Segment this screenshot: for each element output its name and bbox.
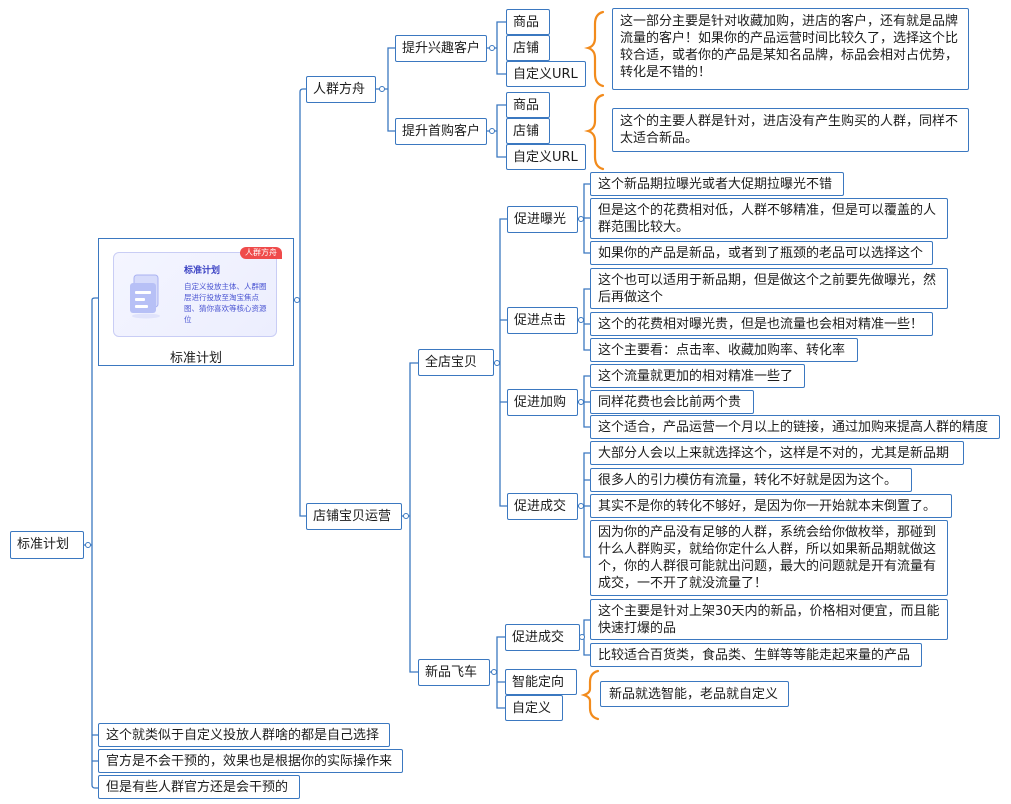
leaf-shop-2[interactable]: 店铺 [506, 118, 550, 144]
smart-targeting-node[interactable]: 智能定向 [505, 669, 577, 695]
leaf-goods-2[interactable]: 商品 [506, 92, 550, 118]
document-illustration-icon [128, 273, 164, 319]
standard-plan-card[interactable]: 人群方舟 标准计划 自定义投放主体、人群圈层进行投放至淘宝焦点图、猜你喜欢等核心… [98, 238, 294, 366]
card-title: 标准计划 [184, 266, 221, 276]
bottom-note-3[interactable]: 但是有些人群官方还是会干预的 [98, 775, 300, 799]
cart-note-3[interactable]: 这个适合，产品运营一个月以上的链接，通过加购来提高人群的精度 [590, 415, 1000, 439]
exposure-note-2[interactable]: 但是这个的花费相对低，人群不够精准，但是可以覆盖的人群范围比较大。 [590, 198, 948, 239]
deal-note-2[interactable]: 很多人的引力模仿有流量，转化不好就是因为这个。 [590, 468, 912, 492]
new-deal-note-1[interactable]: 这个主要是针对上架30天内的新品，价格相对便宜，而且能快速打爆的品 [590, 599, 948, 640]
brace-first [584, 93, 605, 171]
all-shop-items-node[interactable]: 全店宝贝 [418, 349, 494, 376]
bottom-note-2[interactable]: 官方是不会干预的，效果也是根据你的实际操作来 [98, 749, 403, 773]
custom-targeting-node[interactable]: 自定义 [505, 695, 563, 721]
brace-interest [584, 10, 605, 88]
exposure-note-3[interactable]: 如果你的产品是新品，或者到了瓶颈的老品可以选择这个 [590, 241, 933, 265]
promote-cart-node[interactable]: 促进加购 [507, 389, 578, 416]
exposure-note-1[interactable]: 这个新品期拉曝光或者大促期拉曝光不错 [590, 172, 844, 196]
smart-note[interactable]: 新品就选智能，老品就自定义 [600, 681, 789, 707]
new-product-car-node[interactable]: 新品飞车 [418, 659, 490, 686]
leaf-shop-1[interactable]: 店铺 [506, 35, 550, 61]
card-image: 人群方舟 标准计划 自定义投放主体、人群圈层进行投放至淘宝焦点图、猜你喜欢等核心… [113, 247, 282, 337]
cart-note-2[interactable]: 同样花费也会比前两个贵 [590, 390, 754, 414]
promote-exposure-node[interactable]: 促进曝光 [507, 206, 578, 233]
new-promote-deal-node[interactable]: 促进成交 [505, 624, 580, 651]
card-caption: 标准计划 [169, 351, 222, 366]
shop-item-ops-node[interactable]: 店铺宝贝运营 [306, 503, 402, 530]
interest-customers-node[interactable]: 提升兴趣客户 [395, 35, 487, 62]
brace-smart [580, 669, 600, 721]
note-first-purchase[interactable]: 这个的主要人群是针对，进店没有产生购买的人群，同样不太适合新品。 [612, 108, 969, 152]
root-node[interactable]: 标准计划 [10, 531, 84, 559]
leaf-url-1[interactable]: 自定义URL [506, 61, 586, 87]
click-note-2[interactable]: 这个的花费相对曝光贵，但是也流量也会相对精准一些！ [590, 312, 933, 336]
deal-note-4[interactable]: 因为你的产品没有足够的人群，系统会给你做枚举，那碰到什么人群购买，就给你定什么人… [590, 520, 948, 596]
new-deal-note-2[interactable]: 比较适合百货类，食品类、生鲜等等能走起来量的产品 [590, 643, 922, 667]
card-description: 自定义投放主体、人群圈层进行投放至淘宝焦点图、猜你喜欢等核心资源位 [184, 282, 267, 324]
cart-note-1[interactable]: 这个流量就更加的相对精准一些了 [590, 364, 805, 388]
leaf-url-2[interactable]: 自定义URL [506, 144, 586, 170]
card-badge: 人群方舟 [240, 247, 282, 259]
first-purchase-node[interactable]: 提升首购客户 [395, 118, 487, 145]
deal-note-3[interactable]: 其实不是你的转化不够好，是因为你一开始就本末倒置了。 [590, 494, 952, 518]
click-note-1[interactable]: 这个也可以适用于新品期，但是做这个之前要先做曝光，然后再做这个 [590, 268, 948, 309]
deal-note-1[interactable]: 大部分人会以上来就选择这个，这样是不对的，尤其是新品期 [590, 441, 964, 465]
click-note-3[interactable]: 这个主要看：点击率、收藏加购率、转化率 [590, 338, 858, 362]
bottom-note-1[interactable]: 这个就类似于自定义投放人群啥的都是自己选择 [98, 723, 390, 747]
note-interest[interactable]: 这一部分主要是针对收藏加购，进店的客户，还有就是品牌流量的客户！如果你的产品运营… [612, 8, 969, 90]
leaf-goods-1[interactable]: 商品 [506, 9, 550, 35]
promote-click-node[interactable]: 促进点击 [507, 307, 578, 334]
crowd-ark-node[interactable]: 人群方舟 [306, 76, 376, 103]
promote-deal-node[interactable]: 促进成交 [507, 493, 578, 520]
